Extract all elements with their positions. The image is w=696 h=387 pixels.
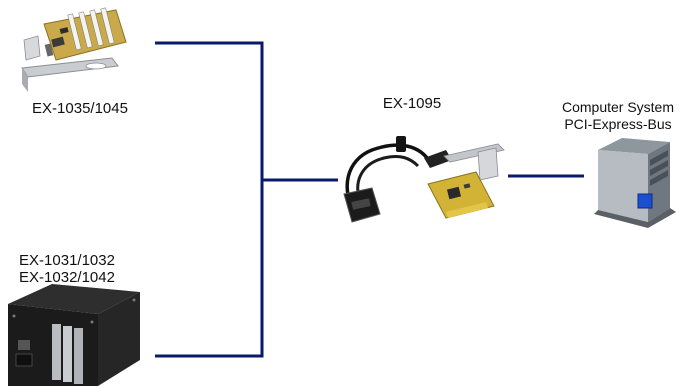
expansion-board-label-text: EX-1035/1045 <box>32 100 128 117</box>
expansion-chassis-label: EX-1031/1032 EX-1032/1042 <box>2 252 132 286</box>
computer-label-line-1: Computer System <box>561 99 675 115</box>
adapter-label-text: EX-1095 <box>382 95 442 112</box>
expansion-chassis-label-line-1: EX-1031/1032 <box>19 252 115 269</box>
connector-lines <box>155 41 584 358</box>
pci-expansion-board-icon <box>21 7 127 92</box>
computer-label-line-2: PCI-Express-Bus <box>564 116 672 132</box>
computer-label: Computer System PCI-Express-Bus <box>548 99 688 133</box>
line-to-expansion-board <box>155 41 264 358</box>
expansion-board-label: EX-1035/1045 <box>12 100 148 117</box>
expansion-chassis-label-line-2: EX-1032/1042 <box>19 269 115 286</box>
tower-computer-icon <box>594 138 676 228</box>
adapter-label: EX-1095 <box>362 95 462 112</box>
pci-express-card-with-cable-icon <box>343 136 505 223</box>
expansion-chassis-icon <box>8 284 140 386</box>
